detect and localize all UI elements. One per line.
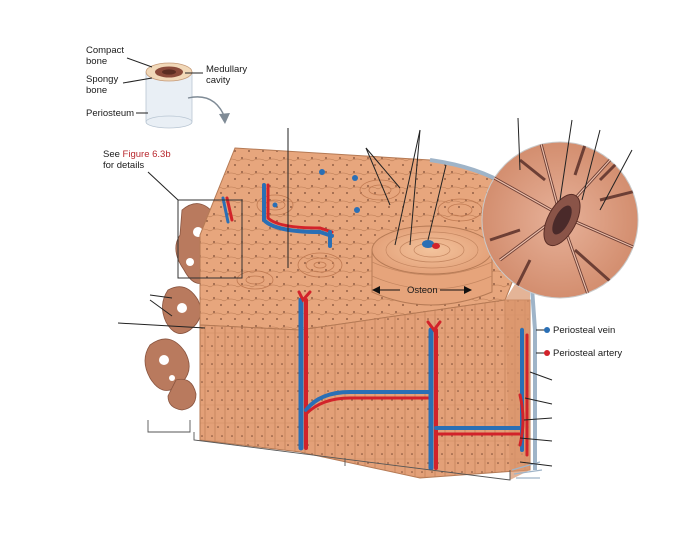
see-figure-note: See Figure 6.3b [103,149,171,160]
osteon-cross-sections [236,179,483,290]
label-periosteal-vein: Periosteal vein [553,325,615,336]
blood-vessels [221,183,529,471]
bone-block [144,147,543,480]
periosteal-vessel-labels: Periosteal vein Periosteal artery [544,325,622,359]
osteocyte-magnified [481,117,639,299]
central-canal-vein [422,240,434,248]
see-figure-note-line2: for details [103,160,144,171]
label-periosteal-artery: Periosteal artery [553,348,622,359]
bottom-brackets [147,420,511,481]
figure-detail-box [177,199,243,279]
figure-ref-link: Figure 6.3b [123,149,171,160]
osteon-callout: Osteon [372,285,472,296]
raised-osteon [371,225,493,306]
label-periosteum: Periosteum [86,108,134,119]
leader-lines [117,128,553,467]
central-canal-artery [432,243,440,249]
label-osteon: Osteon [407,285,438,296]
curved-arrow [187,96,226,119]
